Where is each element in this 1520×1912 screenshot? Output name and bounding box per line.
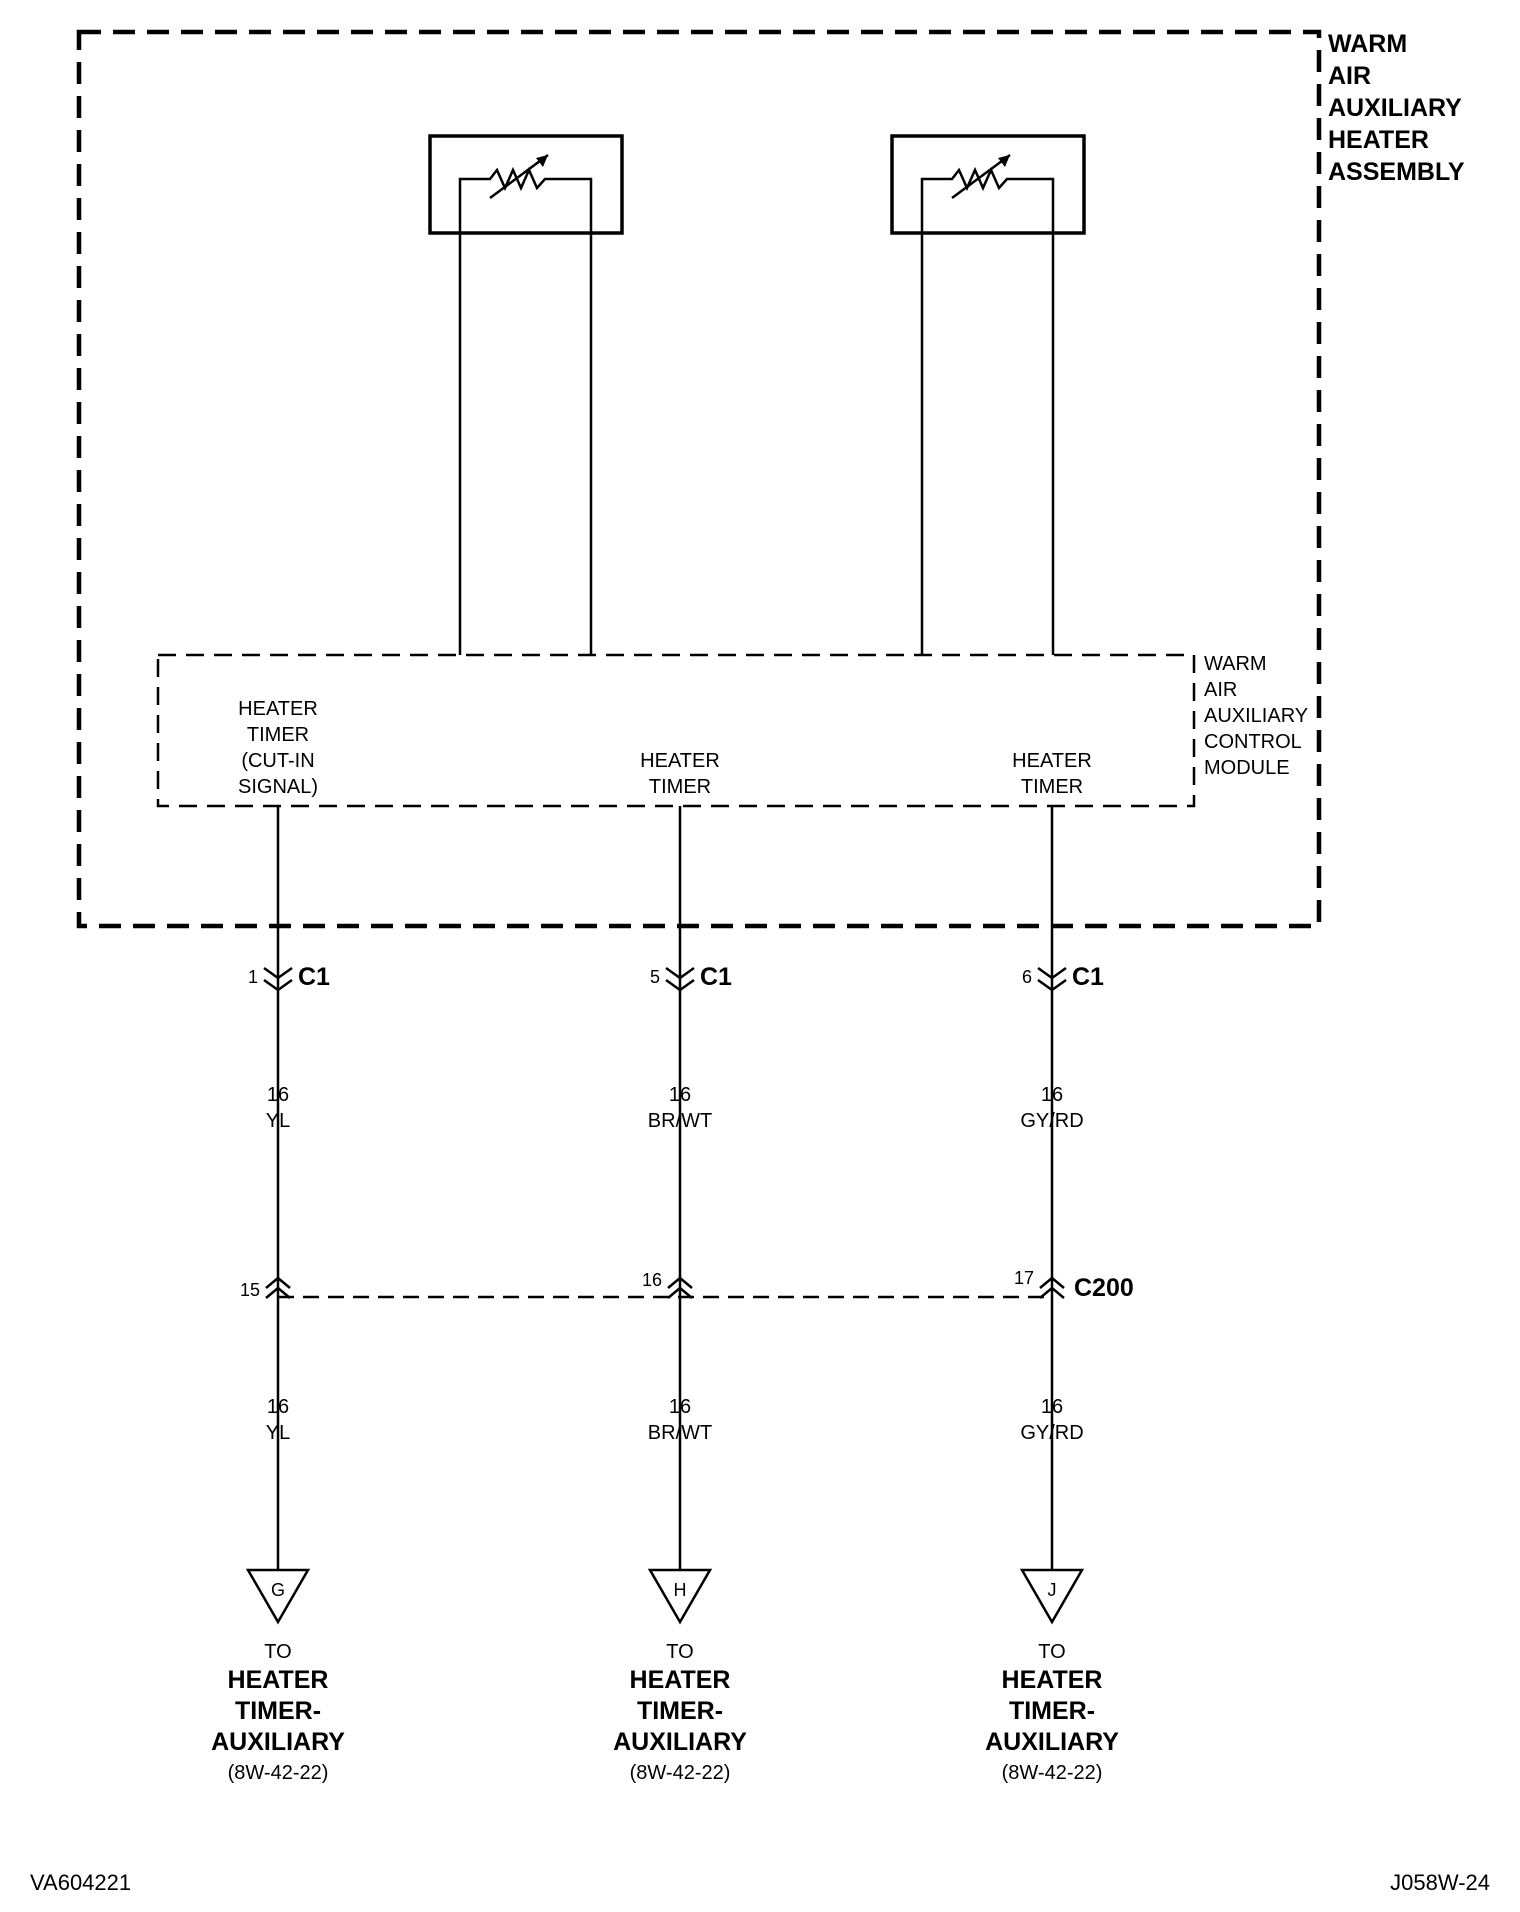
c200-connector-symbol (265, 1276, 291, 1289)
destination-line: AUXILIARY (613, 1728, 747, 1756)
pin-label-line: TIMER (1021, 776, 1083, 798)
circuit-1: 1 C1 16 YL 15 16 YL G TO HEATER TIMER- A… (211, 806, 345, 1784)
destination-page-ref: (8W-42-22) (1002, 1762, 1103, 1784)
c1-connector-symbol (263, 966, 293, 980)
pin-label-circuit-2: HEATER TIMER (640, 750, 720, 798)
c1-pin-number: 5 (650, 967, 660, 987)
pin-label-line: HEATER (1012, 750, 1092, 772)
pin-label-circuit-3: HEATER TIMER (1012, 750, 1092, 798)
wire-gauge: 16 (1041, 1084, 1063, 1106)
c1-connector-symbol (1037, 966, 1067, 980)
heater-assembly-boundary (76, 29, 1322, 929)
destination-line: HEATER (228, 1666, 329, 1694)
wire-color: YL (266, 1110, 290, 1132)
c200-pin-number: 16 (642, 1270, 662, 1290)
c200-connector-symbol (667, 1276, 693, 1289)
module-label-line: MODULE (1204, 757, 1290, 779)
destination-to: TO (264, 1641, 291, 1663)
wire-gauge: 16 (1041, 1396, 1063, 1418)
wire-color: GY/RD (1020, 1422, 1083, 1444)
module-label-line: AIR (1204, 679, 1237, 701)
wire-color: GY/RD (1020, 1110, 1083, 1132)
module-label-line: AUXILIARY (1204, 705, 1308, 727)
module-label-line: CONTROL (1204, 731, 1302, 753)
assembly-label-line: ASSEMBLY (1328, 158, 1465, 186)
circuit-2: 5 C1 16 BR/WT 16 16 BR/WT H TO HEATER TI… (613, 806, 747, 1784)
pin-label-line: TIMER (247, 724, 309, 746)
wire-gauge: 16 (267, 1396, 289, 1418)
off-page-reference-triangle (245, 1568, 311, 1625)
control-module-label: WARM AIR AUXILIARY CONTROL MODULE (1204, 653, 1308, 779)
assembly-label-line: WARM (1328, 30, 1407, 58)
c200-pin-number: 15 (240, 1280, 260, 1300)
wire-gauge: 16 (669, 1396, 691, 1418)
off-page-reference-triangle (647, 1568, 713, 1625)
assembly-label-line: AIR (1328, 62, 1371, 90)
destination-page-ref: (8W-42-22) (228, 1762, 329, 1784)
destination-line: TIMER- (235, 1697, 321, 1725)
destination-line: TIMER- (637, 1697, 723, 1725)
wire-color: YL (266, 1422, 290, 1444)
pin-label-line: SIGNAL) (238, 776, 318, 798)
control-module-boundary (156, 653, 1196, 808)
destination-to: TO (666, 1641, 693, 1663)
destination-line: TIMER- (1009, 1697, 1095, 1725)
wire-gauge: 16 (669, 1084, 691, 1106)
pin-label-circuit-1: HEATER TIMER (CUT-IN SIGNAL) (238, 698, 318, 798)
off-page-reference-triangle (1019, 1568, 1085, 1625)
c200-pin-number: 17 (1014, 1268, 1034, 1288)
c200-connector-name: C200 (1074, 1274, 1134, 1302)
c1-pin-number: 6 (1022, 967, 1032, 987)
pin-label-line: (CUT-IN (241, 750, 314, 772)
off-page-reference-letter: G (271, 1580, 285, 1600)
off-page-reference-letter: H (674, 1580, 687, 1600)
c1-pin-number: 1 (248, 967, 258, 987)
module-label-line: WARM (1204, 653, 1267, 675)
c1-connector-name: C1 (298, 963, 330, 991)
c1-connector-name: C1 (1072, 963, 1104, 991)
destination-to: TO (1038, 1641, 1065, 1663)
figure-code-left: VA604221 (30, 1870, 131, 1895)
variable-resistor-left (428, 134, 624, 655)
pin-label-line: HEATER (238, 698, 318, 720)
off-page-reference-letter: J (1048, 1580, 1057, 1600)
c1-connector-symbol (665, 966, 695, 980)
variable-resistor-right (890, 134, 1086, 655)
c1-connector-name: C1 (700, 963, 732, 991)
destination-line: HEATER (630, 1666, 731, 1694)
assembly-label-line: AUXILIARY (1328, 94, 1462, 122)
pin-label-line: HEATER (640, 750, 720, 772)
pin-label-line: TIMER (649, 776, 711, 798)
assembly-label-line: HEATER (1328, 126, 1429, 154)
destination-line: AUXILIARY (211, 1728, 345, 1756)
assembly-label: WARM AIR AUXILIARY HEATER ASSEMBLY (1328, 30, 1465, 186)
circuit-3: 6 C1 16 GY/RD 17 16 GY/RD J TO HEATER TI… (985, 806, 1119, 1784)
c200-connector-symbol (1039, 1276, 1065, 1289)
wire-color: BR/WT (648, 1110, 712, 1132)
destination-line: AUXILIARY (985, 1728, 1119, 1756)
figure-code-right: J058W-24 (1390, 1870, 1490, 1895)
wire-gauge: 16 (267, 1084, 289, 1106)
destination-line: HEATER (1002, 1666, 1103, 1694)
destination-page-ref: (8W-42-22) (630, 1762, 731, 1784)
wire-color: BR/WT (648, 1422, 712, 1444)
